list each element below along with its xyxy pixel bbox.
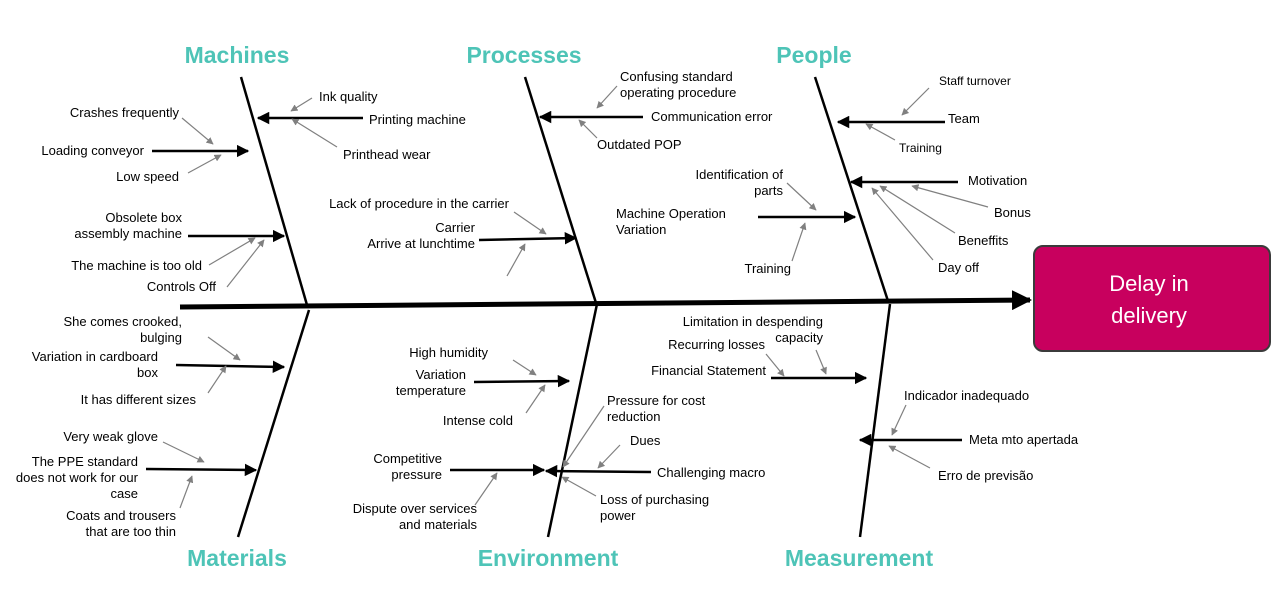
cause-label: Day off [938,260,979,275]
effect-line-2: delivery [1111,303,1187,328]
cause-label: Printhead wear [343,147,431,162]
cause-label: Outdated POP [597,137,682,152]
cause-label: Crashes frequently [70,105,180,120]
effect-box [1033,245,1271,352]
cause-label: Communication error [651,109,773,124]
cause-label: Erro de previsão [938,468,1033,483]
subcause-arrows [162,85,989,509]
cause-label: Loading conveyor [41,143,144,158]
cause-label: Recurring losses [668,337,765,352]
cause-label: Staff turnover [939,74,1011,88]
effect-line-1: Delay in [1109,271,1188,296]
category-measurement: Measurement [785,545,934,571]
cause-label: Motivation [968,173,1027,188]
bone-processes [523,76,598,304]
bone-measurement [858,303,892,538]
cause-arrows [145,110,962,478]
cause-label: The machine is too old [71,258,202,273]
cause-label: Training [899,141,942,155]
spine [179,290,1032,311]
cause-label: She comes crooked,bulging [63,314,182,345]
category-materials: Materials [187,545,287,571]
cause-label: It has different sizes [81,392,197,407]
bone-machines [239,76,309,306]
bone-materials [236,309,311,538]
cause-label: Intense cold [443,413,513,428]
cause-label: Financial Statement [651,363,766,378]
cause-label: Indicador inadequado [904,388,1029,403]
cause-label: Very weak glove [63,429,158,444]
bone-people [813,76,890,302]
category-machines: Machines [185,42,290,68]
category-environment: Environment [478,545,619,571]
cause-label: Low speed [116,169,179,184]
cause-label: Training [745,261,791,276]
cause-label: Lack of procedure in the carrier [329,196,510,211]
cause-label: Printing machine [369,112,466,127]
cause-label: Ink quality [319,89,378,104]
cause-label: Beneffits [958,233,1009,248]
cause-label: Controls Off [147,279,217,294]
cause-label: Team [948,111,980,126]
cause-label: Challenging macro [657,465,765,480]
bone-environment [546,303,599,538]
cause-label: Meta mto apertada [969,432,1079,447]
category-people: People [776,42,851,68]
cause-label: Bonus [994,205,1031,220]
category-processes: Processes [466,42,581,68]
cause-label: High humidity [409,345,488,360]
cause-label: Dues [630,433,661,448]
